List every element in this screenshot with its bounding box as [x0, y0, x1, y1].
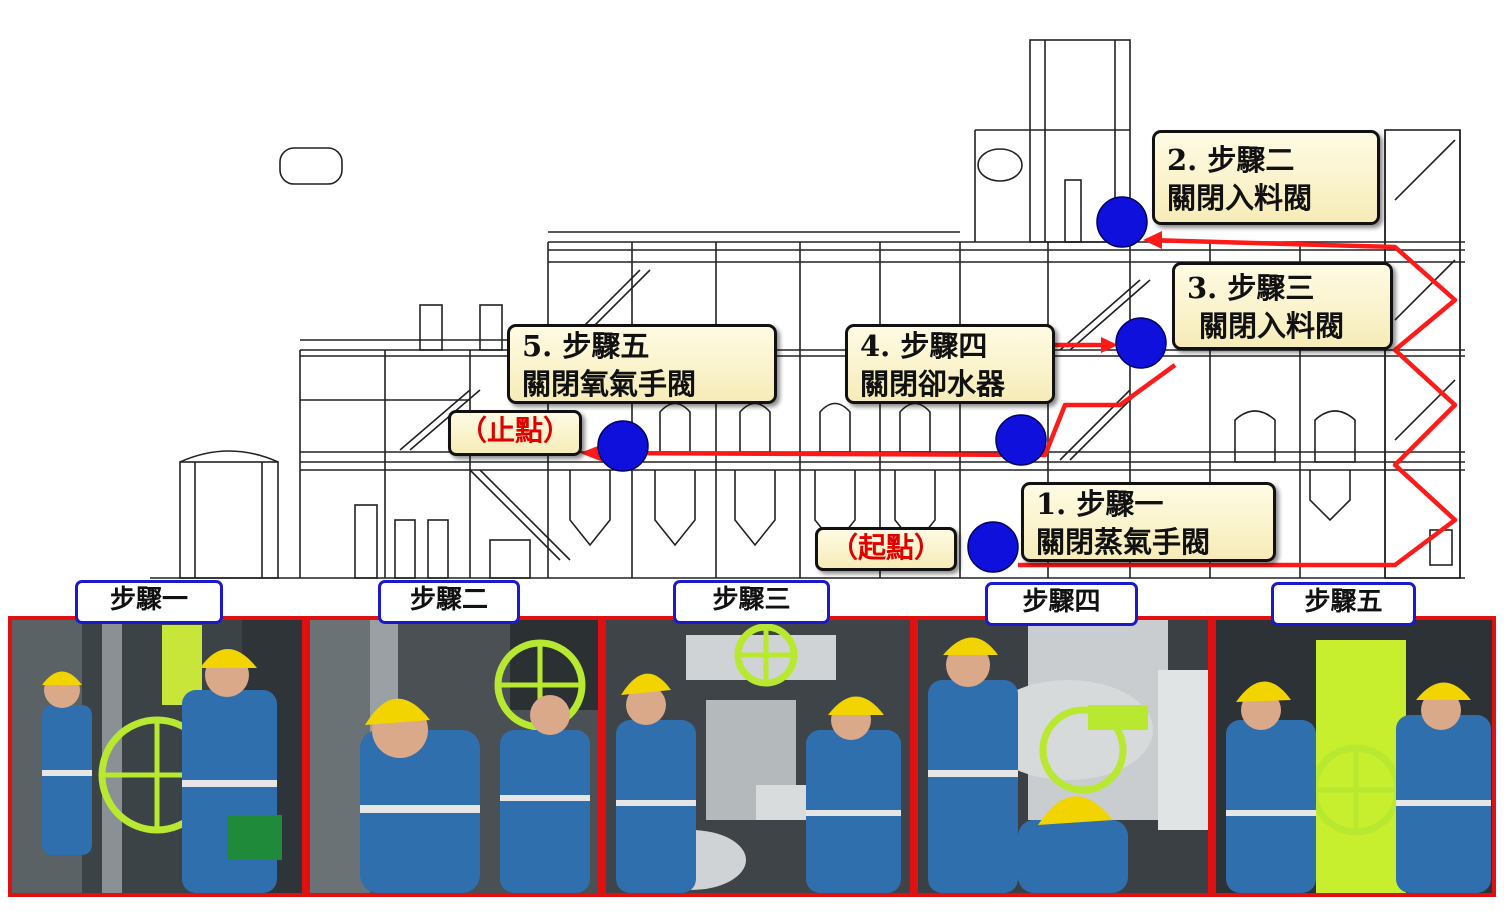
- callout-step-4-action: 關閉卻水器: [860, 367, 1006, 401]
- callout-step-1-action: 關閉蒸氣手閥: [1036, 525, 1211, 559]
- callout-step-5: 5. 步驟五 關閉氧氣手閥: [507, 324, 777, 404]
- photo-label-2: 步驟二: [378, 580, 520, 624]
- marker-step-1: [967, 521, 1019, 573]
- route-arrow-step2: [1143, 231, 1162, 249]
- callout-step-3: 3. 步驟三 關閉入料閥: [1172, 262, 1393, 350]
- route-branch-step3: [599, 363, 1177, 458]
- marker-step-4: [995, 414, 1047, 466]
- photo-label-3: 步驟三: [673, 580, 830, 624]
- route-path: [1018, 237, 1458, 568]
- route-arrow-end: [580, 444, 603, 462]
- photo-step-2-image: [310, 620, 598, 893]
- photo-step-5: [1212, 616, 1496, 897]
- callout-step-3-action: 關閉入料閥: [1199, 309, 1345, 343]
- callout-step-2-number: 2. 步驟二: [1167, 143, 1295, 177]
- callout-step-4-number: 4. 步驟四: [860, 329, 988, 363]
- start-point-tag: （起點）: [815, 527, 957, 571]
- callout-step-1: 1. 步驟一 關閉蒸氣手閥: [1021, 482, 1276, 562]
- photo-step-3: [602, 616, 914, 897]
- photo-step-4-image: [918, 620, 1208, 893]
- callout-step-5-action: 關閉氧氣手閥: [522, 367, 697, 401]
- marker-step-5: [597, 420, 649, 472]
- callout-step-5-number: 5. 步驟五: [522, 329, 650, 363]
- end-point-tag: （止點）: [448, 410, 582, 456]
- photo-label-1: 步驟一: [75, 580, 223, 624]
- photo-label-5: 步驟五: [1271, 582, 1416, 626]
- callout-step-4: 4. 步驟四 關閉卻水器: [845, 324, 1055, 404]
- photo-step-3-image: [606, 620, 910, 893]
- photo-label-4: 步驟四: [985, 582, 1138, 626]
- callout-step-3-number: 3. 步驟三: [1187, 271, 1315, 305]
- photo-step-4: [914, 616, 1212, 897]
- callout-step-2: 2. 步驟二 關閉入料閥: [1152, 130, 1380, 225]
- photo-step-2: [306, 616, 602, 897]
- photo-step-5-image: [1216, 620, 1492, 893]
- callout-step-2-action: 關閉入料閥: [1167, 181, 1313, 215]
- route-line: [580, 231, 1458, 568]
- valve-markers: [597, 196, 1167, 573]
- marker-step-2: [1096, 196, 1148, 248]
- marker-step-3: [1115, 317, 1167, 369]
- callout-step-1-number: 1. 步驟一: [1036, 487, 1164, 521]
- photo-step-1-image: [12, 620, 302, 893]
- route-arrow-step3: [1101, 337, 1118, 353]
- photo-step-1: [8, 616, 306, 897]
